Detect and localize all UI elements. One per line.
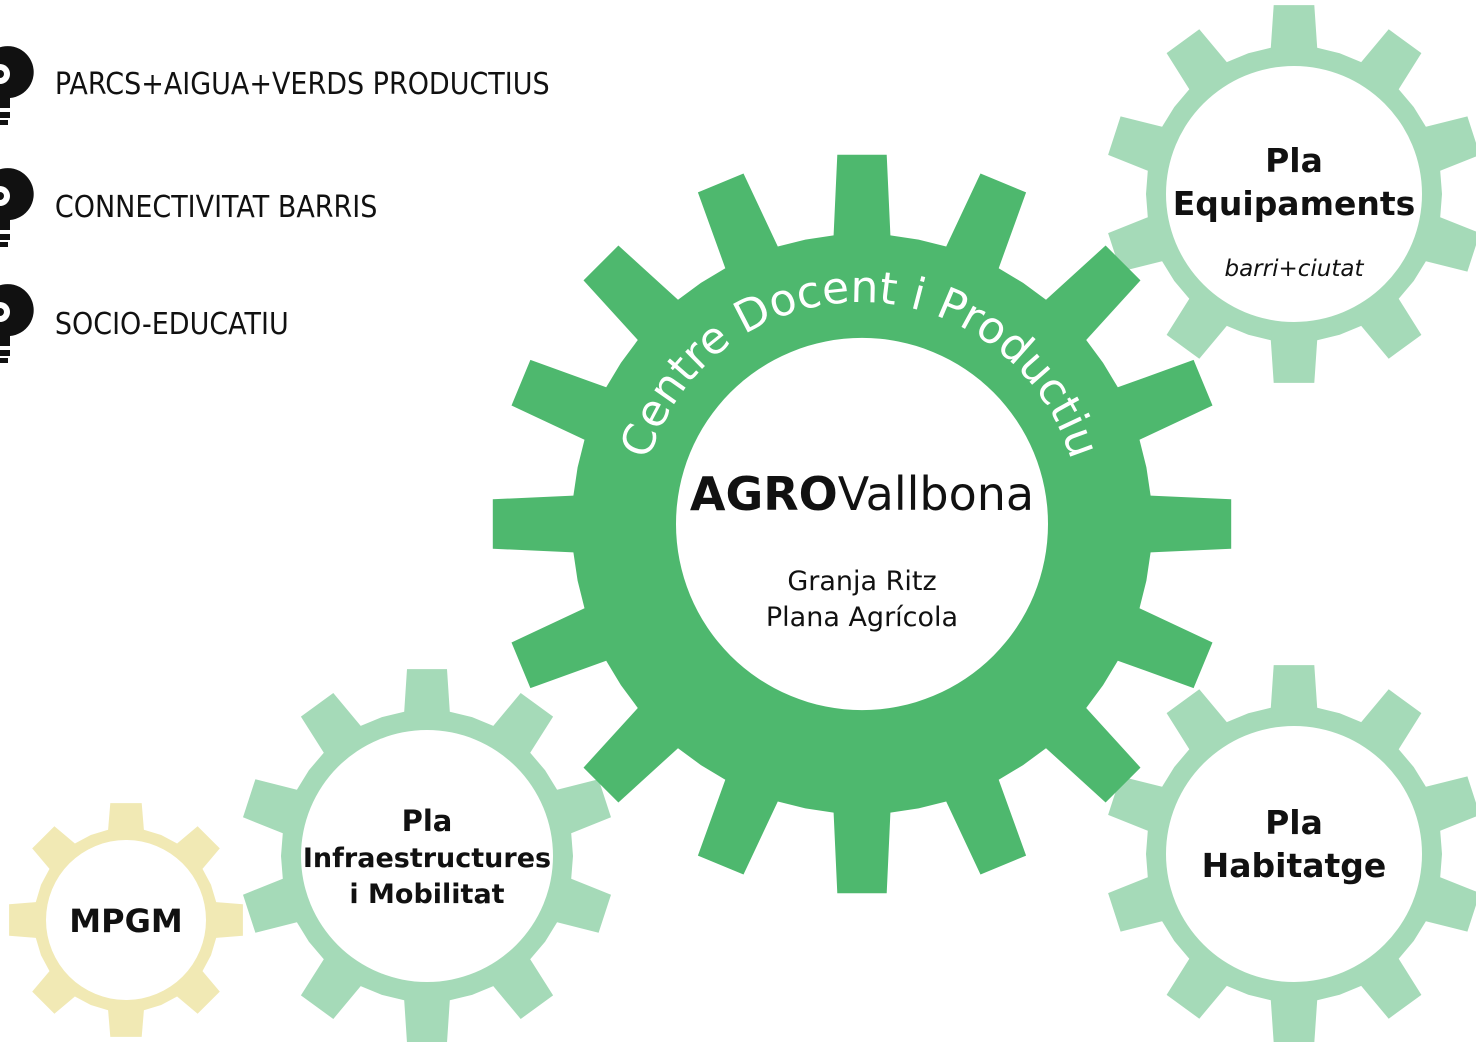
infraestructures-line3: i Mobilitat <box>349 879 504 910</box>
infraestructures-line1: Pla <box>402 804 453 838</box>
legend-item: CONNECTIVITAT BARRIS <box>0 168 377 247</box>
habitatge-line2: Habitatge <box>1202 846 1387 885</box>
lightbulb-gear-icon <box>0 284 34 363</box>
main-gear-title-bold: AGRO <box>690 467 838 521</box>
main-gear-title-regular: Vallbona <box>838 467 1034 521</box>
equipaments-subtitle: barri+ciutat <box>1224 256 1364 282</box>
gear-agrovallbona <box>492 154 1232 894</box>
equipaments-line2: Equipaments <box>1173 184 1416 223</box>
gear-pla-habitatge <box>1108 665 1476 1042</box>
legend-label: SOCIO-EDUCATIU <box>55 307 289 342</box>
main-gear-line1: Granja Ritz <box>787 566 936 597</box>
equipaments-line1: Pla <box>1265 141 1323 180</box>
legend-item: PARCS+AIGUA+VERDS PRODUCTIUS <box>0 46 550 125</box>
gear-mpgm <box>9 803 243 1037</box>
gear-pla-equipaments <box>1108 5 1476 383</box>
lightbulb-gear-icon <box>0 168 34 247</box>
gear-pla-infraestructures <box>243 669 611 1042</box>
habitatge-line1: Pla <box>1265 803 1323 842</box>
main-gear-title: AGROVallbona <box>690 467 1034 521</box>
mpgm-label: MPGM <box>69 902 182 940</box>
main-gear-line2: Plana Agrícola <box>766 602 958 633</box>
lightbulb-gear-icon <box>0 46 34 125</box>
legend-label: PARCS+AIGUA+VERDS PRODUCTIUS <box>55 67 550 102</box>
legend: PARCS+AIGUA+VERDS PRODUCTIUS CONNECTIVIT… <box>0 46 550 363</box>
legend-item: SOCIO-EDUCATIU <box>0 284 289 363</box>
infraestructures-line2: Infraestructures <box>303 843 551 874</box>
legend-label: CONNECTIVITAT BARRIS <box>55 190 378 225</box>
